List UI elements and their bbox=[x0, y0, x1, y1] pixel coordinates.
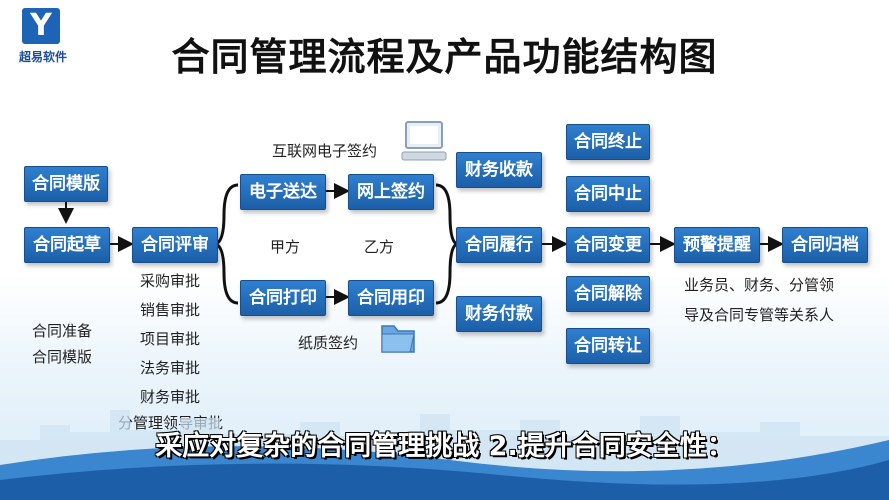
box-fin-pay: 财务付款 bbox=[456, 296, 542, 332]
label-prep: 合同准备 bbox=[32, 322, 93, 340]
box-stamp: 合同用印 bbox=[348, 280, 434, 316]
label-stakeholders-2: 导及合同专管等关系人 bbox=[684, 306, 835, 324]
box-e-delivery: 电子送达 bbox=[240, 174, 326, 210]
box-draft: 合同起草 bbox=[24, 227, 110, 263]
box-template: 合同模版 bbox=[24, 166, 108, 202]
subtitle-caption: 采应对复杂的合同管理挑战 2.提升合同安全性： bbox=[155, 431, 734, 462]
approval-item: 法务审批 bbox=[140, 359, 201, 377]
label-internet-sign: 互联网电子签约 bbox=[272, 142, 378, 160]
box-dissolve: 合同解除 bbox=[566, 276, 650, 312]
box-archive: 合同归档 bbox=[782, 227, 868, 263]
label-party-b: 乙方 bbox=[364, 238, 395, 256]
box-suspend: 合同中止 bbox=[566, 176, 650, 212]
folder-icon bbox=[381, 325, 415, 353]
box-print: 合同打印 bbox=[240, 280, 326, 316]
page-title: 合同管理流程及产品功能结构图 bbox=[171, 35, 718, 79]
logo-text: 超易软件 bbox=[18, 50, 67, 64]
label-template2: 合同模版 bbox=[32, 348, 93, 366]
box-review: 合同评审 bbox=[132, 227, 218, 263]
city-skyline bbox=[0, 410, 889, 500]
approval-item: 采购审批 bbox=[140, 272, 201, 290]
box-transfer: 合同转让 bbox=[566, 328, 650, 364]
approval-item: 销售审批 bbox=[140, 301, 201, 319]
label-paper-sign: 纸质签约 bbox=[298, 334, 359, 352]
approval-item: 项目审批 bbox=[140, 330, 201, 348]
label-party-a: 甲方 bbox=[270, 238, 301, 256]
label-stakeholders-1: 业务员、财务、分管领 bbox=[684, 276, 835, 294]
box-alert: 预警提醒 bbox=[674, 227, 760, 263]
box-change: 合同变更 bbox=[566, 227, 650, 263]
computer-icon bbox=[401, 121, 447, 161]
box-perform: 合同履行 bbox=[456, 227, 542, 263]
box-online-sign: 网上签约 bbox=[348, 174, 434, 210]
logo-mark: Y bbox=[22, 8, 60, 44]
box-terminate: 合同终止 bbox=[566, 124, 650, 160]
logo: Y 超易软件 bbox=[8, 6, 78, 64]
approval-item: 财务审批 bbox=[140, 388, 201, 406]
box-fin-receive: 财务收款 bbox=[456, 152, 542, 188]
